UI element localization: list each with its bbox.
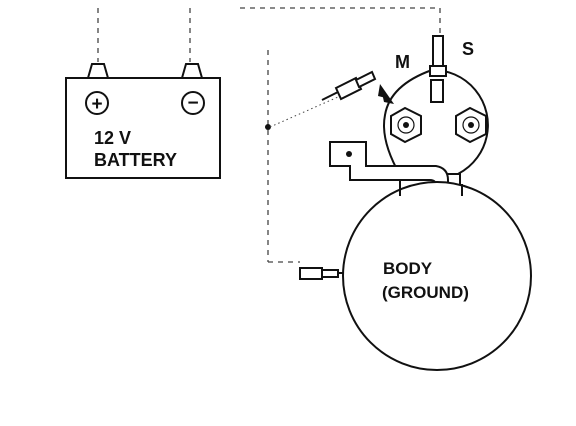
ground-label: (GROUND): [382, 283, 469, 302]
s-terminal-blade: [430, 79, 444, 103]
battery-negative-terminal-symbol: [181, 91, 205, 115]
ground-clip-body: [299, 267, 323, 280]
arrow-icon: [380, 84, 394, 104]
terminal-m-label: M: [395, 52, 410, 72]
s-terminal-connector: [429, 65, 447, 77]
battery-voltage-label: 12 V: [94, 128, 131, 148]
battery-positive-terminal-symbol: [85, 91, 109, 115]
terminal-s-label: S: [462, 39, 474, 59]
minus-symbol: −: [187, 93, 198, 114]
m-lead-connector-body: [334, 76, 363, 101]
test-lead-wiring: [97, 7, 441, 263]
wire-junction-dot: [265, 124, 271, 130]
battery-negative-post: [180, 63, 204, 79]
battery: + − 12 V BATTERY: [65, 63, 221, 179]
m-lead-connector-tip: [354, 70, 377, 89]
starter-body: BODY (GROUND): [342, 181, 532, 371]
plus-symbol: +: [91, 94, 102, 115]
battery-positive-post: [86, 63, 110, 79]
ground-clip: [299, 267, 344, 280]
starter-body-circle: [342, 181, 532, 371]
s-terminal-spade: [432, 35, 444, 67]
ground-clip-tip: [321, 269, 339, 278]
body-label: BODY: [383, 259, 433, 278]
battery-label: BATTERY: [94, 150, 177, 170]
m-lead-connector: [321, 70, 394, 104]
